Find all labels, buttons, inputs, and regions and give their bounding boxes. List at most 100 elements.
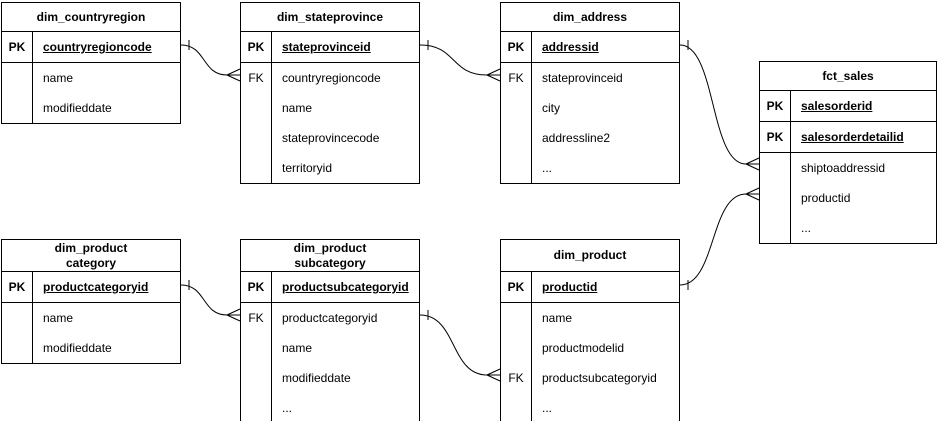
pk-badge: PK (241, 272, 272, 302)
key-badge (501, 123, 532, 153)
key-badge (241, 93, 272, 123)
table-row: ... (501, 393, 679, 421)
table-title: dim_countryregion (2, 3, 180, 32)
connector-dim_address.addressid-to-fct_sales.shiptoaddressid[interactable] (679, 40, 760, 171)
table-row: FK stateprovinceid (501, 63, 679, 93)
table-row: name (501, 303, 679, 333)
table-title: fct_sales (760, 62, 936, 91)
table-row: PK productcategoryid (2, 272, 180, 303)
connector-dim_productsubcategory.productsubcategoryid-to-dim_product.productsubcategoryid[interactable] (419, 310, 501, 382)
table-row: name (241, 333, 419, 363)
column-name: countryregioncode (282, 71, 381, 85)
cardinality-many-crowfoot (745, 157, 760, 171)
column-name: stateprovinceid (542, 71, 623, 85)
key-badge (760, 183, 791, 213)
table-row: name (2, 63, 180, 93)
table-row: PK addressid (501, 32, 679, 63)
table-dim_productsubcategory[interactable]: dim_product subcategory PK productsubcat… (240, 239, 420, 421)
table-row: productmodelid (501, 333, 679, 363)
connector-dim_countryregion.countryregioncode-to-dim_stateprovince.countryregioncode[interactable] (180, 40, 241, 82)
column-name: ... (801, 221, 812, 235)
table-row: ... (501, 153, 679, 183)
column-name: salesorderid (801, 99, 873, 113)
table-dim_productcategory[interactable]: dim_product category PK productcategoryi… (1, 239, 181, 364)
table-row: territoryid (241, 153, 419, 183)
key-badge (2, 93, 33, 123)
column-name: modifieddate (43, 341, 112, 355)
column-name: ... (542, 401, 553, 415)
table-title: dim_address (501, 3, 679, 32)
cardinality-many-crowfoot (745, 187, 760, 201)
relationship-line (419, 44, 488, 76)
column-name: ... (542, 161, 553, 175)
key-badge (760, 153, 791, 183)
relationship-line (679, 44, 747, 165)
table-dim_stateprovince[interactable]: dim_stateprovince PK stateprovinceid FK … (240, 2, 420, 184)
table-row: shiptoaddressid (760, 153, 936, 183)
table-dim_countryregion[interactable]: dim_countryregion PK countryregioncode n… (1, 2, 181, 124)
table-row: PK stateprovinceid (241, 32, 419, 63)
relationship-line (419, 314, 488, 376)
column-name: addressline2 (542, 131, 611, 145)
key-badge (241, 393, 272, 421)
pk-badge: PK (241, 32, 272, 62)
column-name: city (542, 101, 560, 115)
cardinality-many-crowfoot (226, 308, 241, 322)
fk-badge: FK (241, 303, 272, 333)
column-name: stateprovinceid (282, 40, 371, 54)
key-badge (501, 153, 532, 183)
connector-dim_stateprovince.stateprovinceid-to-dim_address.stateprovinceid[interactable] (419, 40, 501, 82)
column-name: productcategoryid (282, 311, 378, 325)
column-name: name (43, 71, 74, 85)
fk-badge: FK (501, 363, 532, 393)
column-name: name (542, 311, 573, 325)
key-badge (241, 153, 272, 183)
key-badge (501, 393, 532, 421)
table-row: PK countryregioncode (2, 32, 180, 63)
key-badge (2, 303, 33, 333)
table-title: dim_stateprovince (241, 3, 419, 32)
pk-badge: PK (2, 272, 33, 302)
column-name: name (43, 311, 74, 325)
key-badge (241, 123, 272, 153)
table-title: dim_product subcategory (241, 240, 419, 272)
table-row: productid (760, 183, 936, 213)
table-row: addressline2 (501, 123, 679, 153)
key-badge (760, 213, 791, 243)
connector-dim_productcategory.productcategoryid-to-dim_productsubcategory.productcategoryid[interactable] (180, 280, 241, 322)
table-dim_product[interactable]: dim_product PK productid name productmod… (500, 239, 680, 421)
column-name: name (282, 341, 313, 355)
column-name: productmodelid (542, 341, 625, 355)
column-name: countryregioncode (43, 40, 152, 54)
table-row: PK productid (501, 272, 679, 303)
key-badge (501, 93, 532, 123)
relationship-line (180, 44, 228, 76)
table-row: PK salesorderdetailid (760, 122, 936, 153)
column-name: ... (282, 401, 293, 415)
column-name: addressid (542, 40, 599, 54)
column-name: productid (542, 280, 598, 294)
column-name: productcategoryid (43, 280, 149, 294)
column-name: salesorderdetailid (801, 130, 904, 144)
pk-badge: PK (2, 32, 33, 62)
column-name: territoryid (282, 161, 333, 175)
pk-badge: PK (501, 272, 532, 302)
table-row: FK productsubcategoryid (501, 363, 679, 393)
connector-dim_product.productid-to-fct_sales.productid[interactable] (679, 187, 760, 290)
table-fct_sales[interactable]: fct_sales PK salesorderid PK salesorderd… (759, 61, 937, 244)
table-row: PK salesorderid (760, 91, 936, 122)
column-name: productsubcategoryid (542, 371, 657, 385)
table-row: FK productcategoryid (241, 303, 419, 333)
pk-badge: PK (501, 32, 532, 62)
column-name: productid (801, 191, 851, 205)
fk-badge: FK (241, 63, 272, 93)
table-title: dim_product (501, 240, 679, 272)
table-row: stateprovincecode (241, 123, 419, 153)
cardinality-many-crowfoot (226, 68, 241, 82)
relationship-line (679, 193, 747, 286)
table-dim_address[interactable]: dim_address PK addressid FK stateprovinc… (500, 2, 680, 184)
table-row: ... (760, 213, 936, 243)
key-badge (241, 363, 272, 393)
table-row: PK productsubcategoryid (241, 272, 419, 303)
